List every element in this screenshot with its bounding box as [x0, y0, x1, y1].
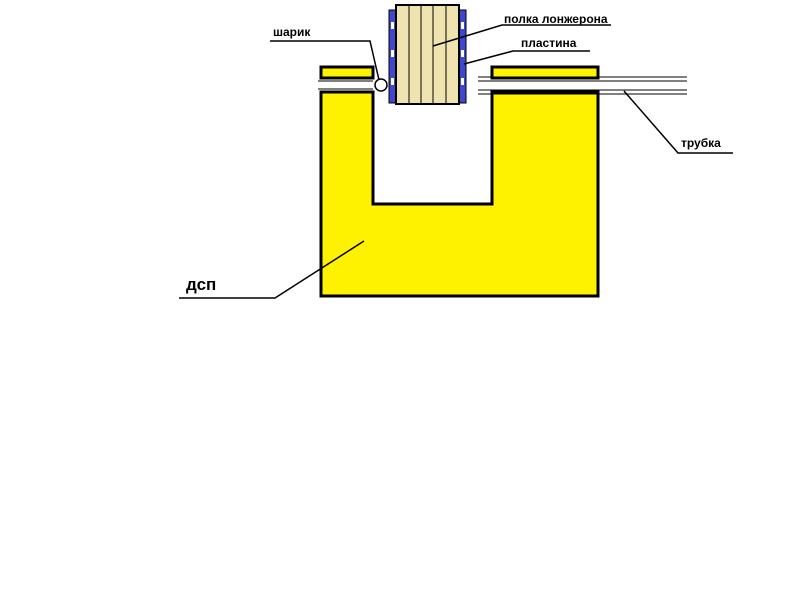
chipboard-left-top-strip	[319, 65, 375, 80]
plate-leader	[463, 50, 590, 65]
tube-leader	[623, 90, 733, 154]
ball-leader	[270, 40, 380, 81]
tube-label: трубка	[681, 136, 721, 150]
tube	[318, 76, 687, 95]
ball	[374, 78, 388, 92]
ball-label: шарик	[273, 25, 311, 39]
spar-flange-label: полка лонжерона	[504, 12, 608, 26]
chipboard-block	[319, 65, 600, 298]
chipboard-right-top-strip	[490, 65, 600, 80]
chipboard-body	[319, 90, 600, 298]
flange-wood	[395, 4, 460, 105]
board-label: дсп	[186, 275, 216, 294]
plate-label: пластина	[521, 36, 577, 50]
leader-lines	[179, 24, 733, 299]
spar-flange-leader	[432, 24, 611, 47]
spar-flange	[388, 4, 467, 105]
board-leader	[179, 240, 365, 299]
